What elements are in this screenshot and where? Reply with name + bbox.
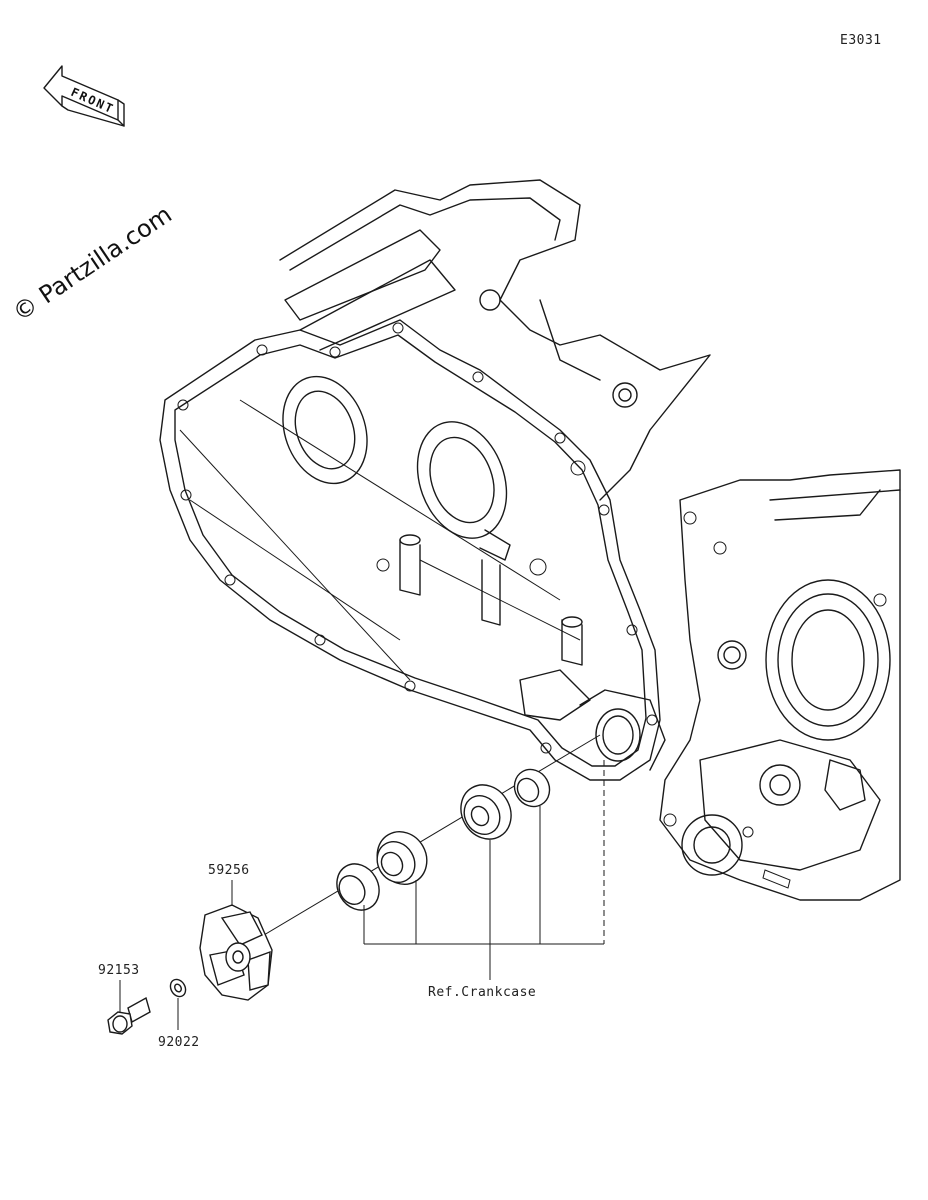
watermark: © Partzilla.com — [8, 200, 177, 327]
oil-seal-part — [513, 768, 551, 808]
diagram-code: E3031 — [840, 33, 882, 48]
mechanical-seal-part — [376, 831, 428, 885]
washer-part — [169, 978, 187, 998]
ref-crankcase-bracket: Ref.Crankcase — [363, 760, 605, 1000]
outer-seal-part — [336, 863, 380, 911]
bolt-part — [107, 996, 151, 1035]
callout-92022: 92022 — [158, 998, 200, 1050]
callout-92153: 92153 — [98, 963, 140, 1012]
ref-crankcase-label: Ref.Crankcase — [428, 985, 536, 1000]
callout-92022-label: 92022 — [158, 1035, 200, 1050]
crankcase-illustration — [159, 179, 901, 901]
front-direction-arrow-icon: FRONT — [43, 65, 125, 127]
impeller-part — [199, 904, 273, 1001]
bearing-part — [460, 784, 512, 840]
callout-59256: 59256 — [208, 863, 250, 906]
callout-59256-label: 59256 — [208, 863, 250, 878]
callout-92153-label: 92153 — [98, 963, 140, 978]
